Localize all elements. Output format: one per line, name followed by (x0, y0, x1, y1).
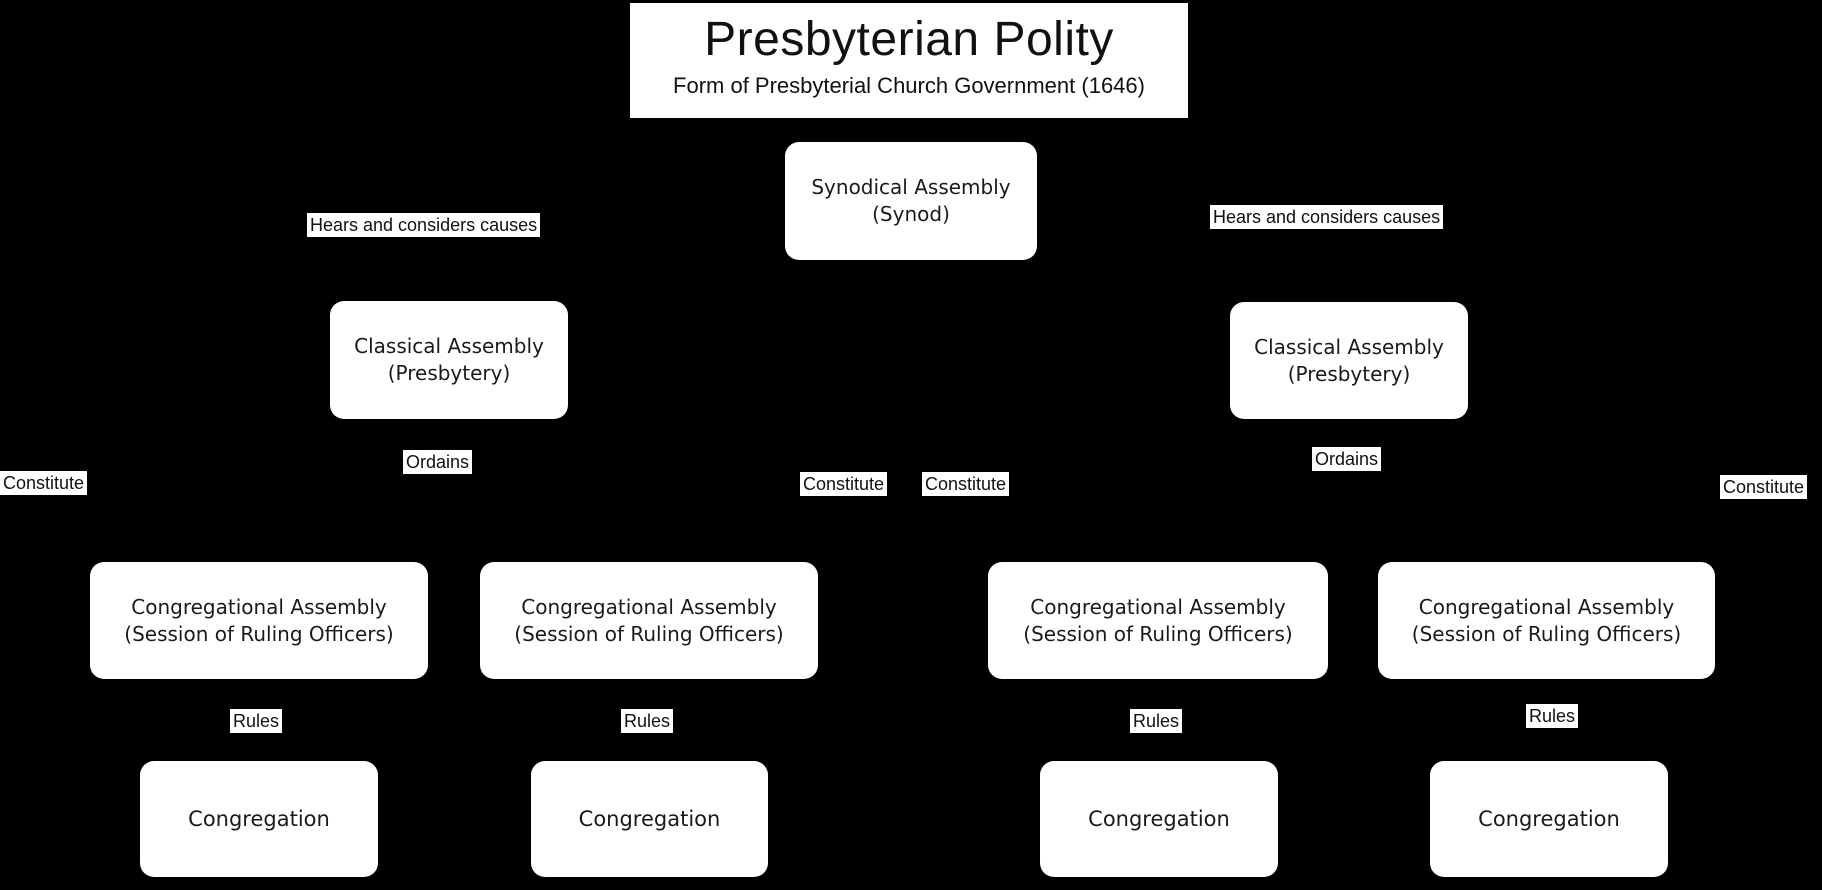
node-title: Congregation (188, 806, 330, 831)
node-congregation-4: Congregation (1430, 761, 1668, 877)
node-classical-assembly-right: Classical Assembly (Presbytery) (1230, 302, 1468, 419)
node-title: Congregation (1478, 806, 1620, 831)
node-subtitle: (Synod) (872, 202, 950, 226)
node-congregation-3: Congregation (1040, 761, 1278, 877)
node-title: Classical Assembly (1254, 334, 1444, 359)
node-congregational-assembly-4: Congregational Assembly (Session of Ruli… (1378, 562, 1715, 679)
edge-label-hears-and-considers-causes-right: Hears and considers causes (1210, 205, 1444, 229)
node-subtitle: (Session of Ruling Officers) (1411, 621, 1682, 646)
node-subtitle: (Session of Ruling Officers) (1023, 621, 1293, 646)
edge-label-ordains-right: Ordains (1312, 447, 1382, 471)
edge-label-constitute-2: Constitute (800, 472, 888, 496)
node-subtitle: (Session of Ruling Officers) (124, 621, 394, 646)
node-congregation-1: Congregation (140, 761, 378, 877)
node-synodical-assembly: Synodical Assembly (Synod) (785, 142, 1037, 260)
node-title: Congregational Assembly (1030, 594, 1286, 619)
title-card: Presbyterian Polity Form of Presbyterial… (630, 3, 1188, 118)
node-title: Congregation (578, 806, 721, 831)
node-congregational-assembly-3: Congregational Assembly (Session of Ruli… (988, 562, 1328, 679)
node-title: Congregational Assembly (131, 594, 387, 619)
edge-label-constitute-3: Constitute (922, 472, 1010, 496)
edge-label-rules-2: Rules (621, 709, 674, 733)
edge-label-constitute-1: Constitute (0, 471, 88, 495)
node-congregational-assembly-2: Congregational Assembly (Session of Ruli… (480, 562, 818, 679)
node-subtitle: (Presbytery) (387, 361, 511, 385)
node-title: Congregational Assembly (1418, 594, 1675, 619)
edge-label-constitute-4: Constitute (1720, 475, 1808, 499)
diagram-subtitle: Form of Presbyterial Church Government (… (673, 73, 1145, 98)
node-subtitle: (Session of Ruling Officers) (514, 621, 784, 646)
node-title: Synodical Assembly (811, 175, 1011, 199)
node-title: Congregation (1088, 806, 1230, 831)
edge-label-rules-1: Rules (230, 709, 283, 733)
edge-label-ordains-left: Ordains (403, 450, 473, 474)
node-classical-assembly-left: Classical Assembly (Presbytery) (330, 301, 568, 419)
node-title: Congregational Assembly (521, 594, 777, 619)
node-subtitle: (Presbytery) (1287, 361, 1411, 386)
edge-label-rules-4: Rules (1526, 704, 1579, 728)
node-title: Classical Assembly (354, 334, 544, 358)
node-congregational-assembly-1: Congregational Assembly (Session of Ruli… (90, 562, 428, 679)
node-congregation-2: Congregation (531, 761, 768, 877)
edge-label-hears-and-considers-causes-left: Hears and considers causes (307, 213, 541, 237)
diagram-title: Presbyterian Polity (704, 13, 1114, 66)
edge-label-rules-3: Rules (1130, 709, 1183, 733)
